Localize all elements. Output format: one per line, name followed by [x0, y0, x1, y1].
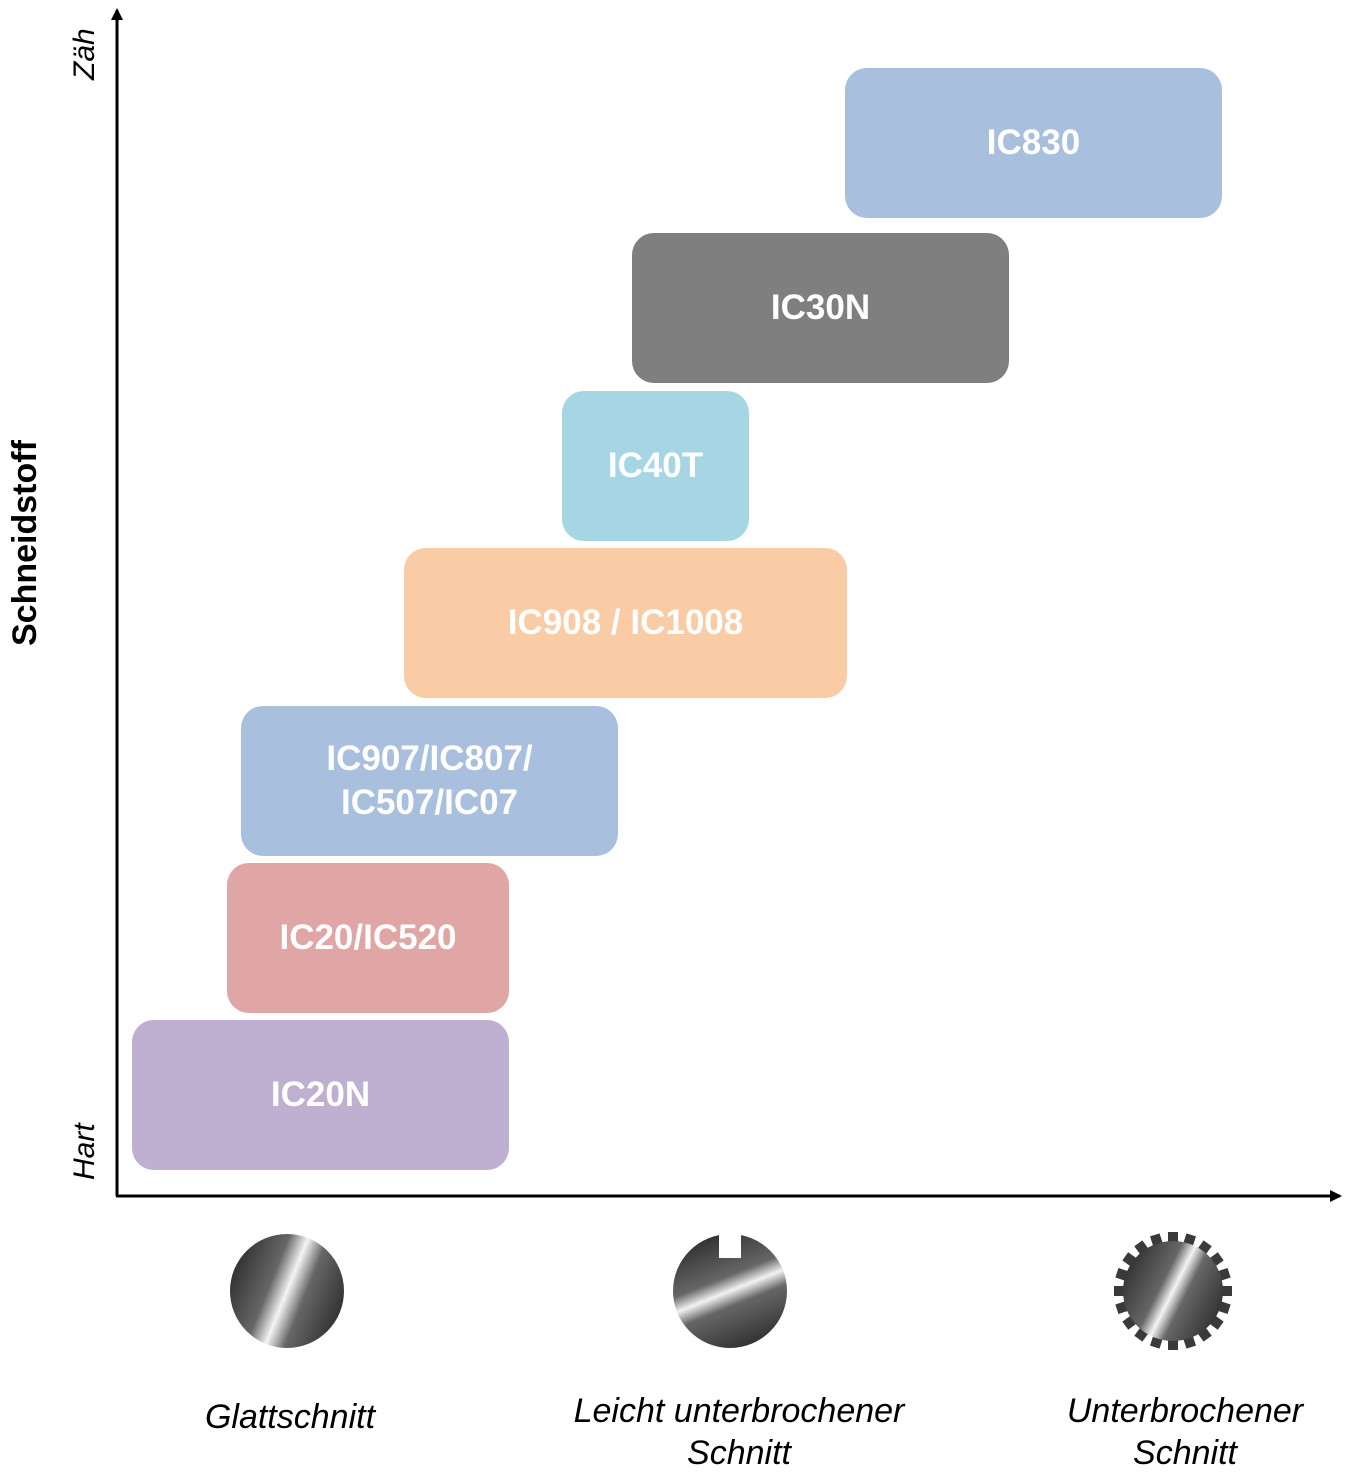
- x-category-unterbrochen: Unterbrochener Schnitt: [1066, 1392, 1304, 1472]
- y-axis-bottom-label: Hart: [68, 1123, 101, 1180]
- y-axis-label: Schneidstoff: [6, 440, 44, 646]
- grade-box-ic20-ic520: IC20/IC520: [227, 863, 509, 1013]
- grade-label: IC907/IC807/ IC507/IC07: [326, 739, 533, 822]
- grade-box-ic30n: IC30N: [632, 233, 1009, 383]
- grade-label: IC20N: [270, 1075, 371, 1114]
- grade-box-ic40t: IC40T: [562, 391, 749, 541]
- grade-label: IC830: [986, 123, 1081, 162]
- y-axis-top-label: Zäh: [68, 28, 101, 80]
- gear-disc-icon: [1114, 1232, 1232, 1350]
- grade-label: IC908 / IC1008: [507, 603, 744, 642]
- grade-label: IC40T: [607, 446, 704, 485]
- smooth-disc-icon: [230, 1234, 344, 1348]
- grade-box-ic20n: IC20N: [132, 1020, 509, 1170]
- grade-label: IC30N: [770, 288, 871, 327]
- grade-label: IC20/IC520: [279, 918, 457, 957]
- slotted-disc-icon: [673, 1232, 787, 1348]
- grade-box-ic907-group: IC907/IC807/ IC507/IC07: [241, 706, 618, 856]
- x-category-leicht-unterbrochen: Leicht unterbrochener Schnitt: [573, 1392, 905, 1472]
- grade-box-ic830: IC830: [845, 68, 1222, 218]
- x-category-glattschnitt: Glattschnitt: [204, 1398, 376, 1436]
- grade-box-ic908-ic1008: IC908 / IC1008: [404, 548, 847, 698]
